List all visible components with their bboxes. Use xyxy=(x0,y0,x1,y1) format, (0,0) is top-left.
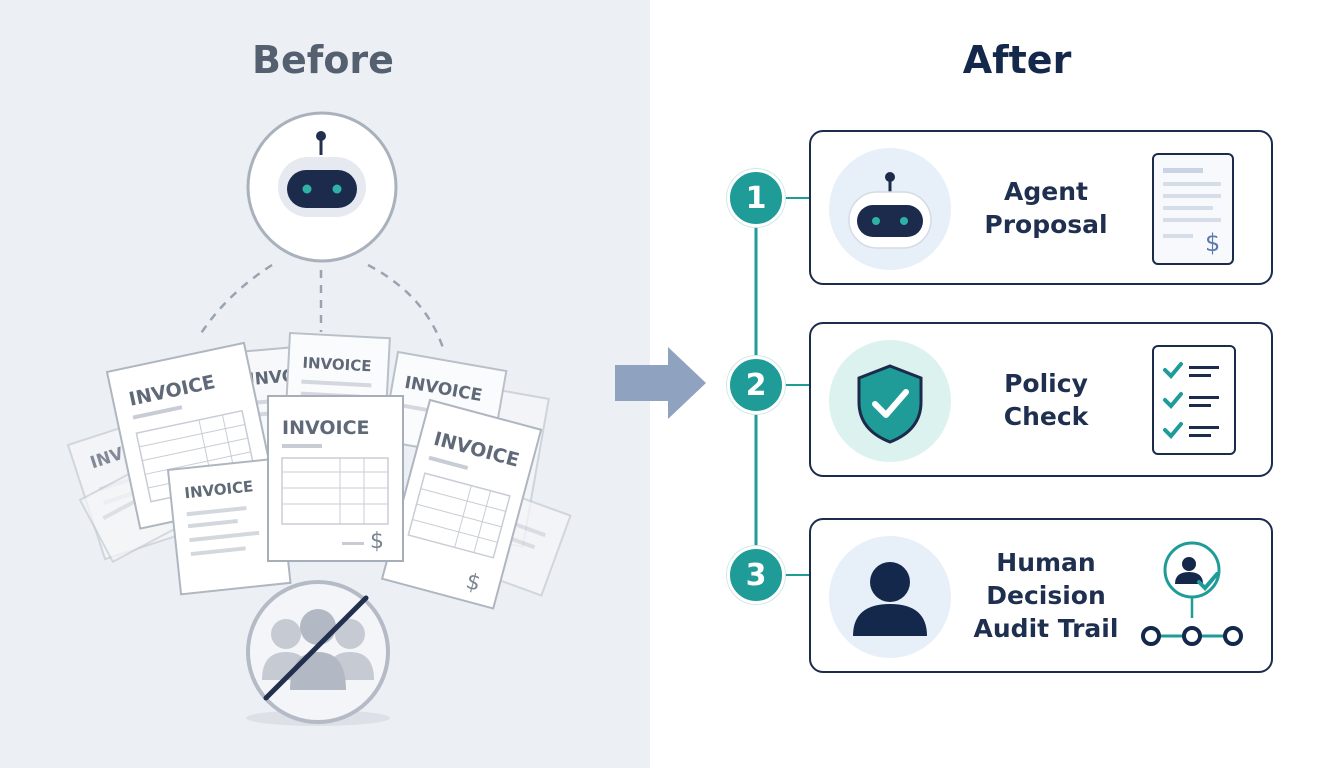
shield-check-icon xyxy=(829,340,951,462)
before-illustration: INVO INVOIC INVOICE INVOICE xyxy=(66,111,572,726)
before-heading: Before xyxy=(252,38,394,82)
step-2-badge: 2 xyxy=(727,356,785,414)
dollar-sign: $ xyxy=(1205,229,1220,257)
robot-icon xyxy=(246,111,398,263)
invoice-document-icon: $ xyxy=(1151,152,1235,266)
dollar-sign: $ xyxy=(370,529,384,554)
invoice-pile-front: INVOICE INVOICE INVOICE $ INVOICE xyxy=(105,341,543,610)
checklist-icon xyxy=(1151,344,1237,456)
after-heading: After xyxy=(962,38,1072,82)
robot-icon xyxy=(829,148,951,270)
human-decision-label: Human Decision Audit Trail xyxy=(973,548,1119,643)
agent-proposal-label: Agent Proposal xyxy=(984,176,1108,239)
step-3-badge: 3 xyxy=(727,546,785,604)
agent-proposal-card: Agent Proposal $ xyxy=(809,130,1273,285)
approval-flow-icon xyxy=(1137,538,1247,656)
policy-check-card: Policy Check xyxy=(809,322,1273,477)
human-decision-card: Human Decision Audit Trail xyxy=(809,518,1273,673)
policy-check-label: Policy Check xyxy=(1003,368,1089,431)
no-people-icon xyxy=(246,580,390,726)
person-icon xyxy=(829,536,951,658)
dollar-sign: $ xyxy=(463,569,483,597)
invoice-label: INVOICE xyxy=(282,417,370,439)
step-1-badge: 1 xyxy=(727,169,785,227)
invoice-label: INVOICE xyxy=(302,354,372,376)
dashed-connectors xyxy=(196,263,445,349)
